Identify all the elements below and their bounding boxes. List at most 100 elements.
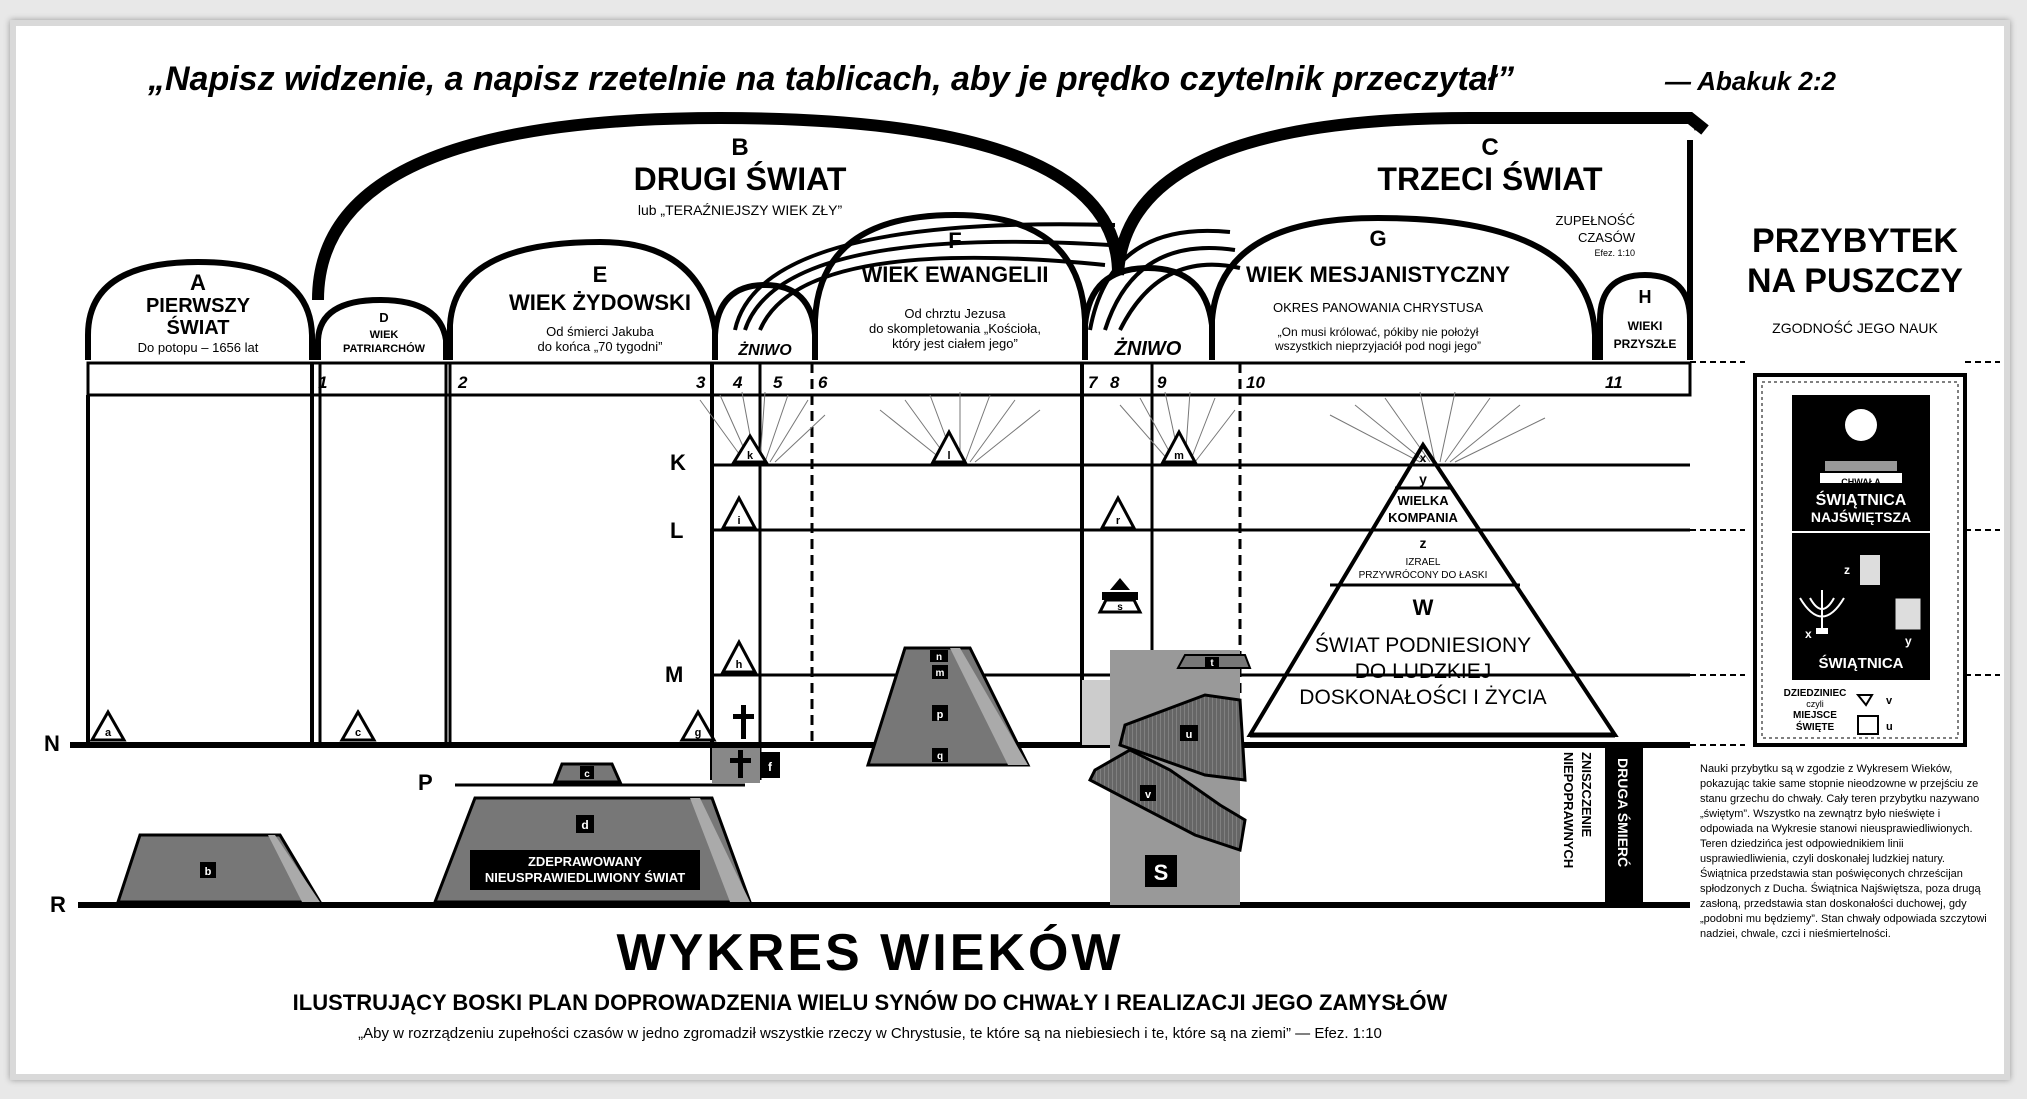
arch-harvest-1 (712, 281, 818, 360)
marker-r: r (1116, 515, 1121, 527)
world-d-line-2: NIEUSPRAWIEDLIWIONY ŚWIAT (485, 870, 685, 885)
marker-m: m (936, 668, 945, 679)
age-g-subtitle: OKRES PANOWANIA CHRYSTUSA (1273, 300, 1483, 315)
division-3: 3 (696, 373, 706, 392)
world-c-title: TRZECI ŚWIAT (1377, 161, 1603, 197)
footer-title: WYKRES WIEKÓW (617, 924, 1124, 982)
great-company-1: WIELKA (1397, 493, 1449, 508)
age-f-subtitle-2: do skompletowania „Kościoła, (869, 321, 1041, 336)
marker-i: i (737, 515, 740, 527)
footer-subtitle: ILUSTRUJĄCY BOSKI PLAN DOPROWADZENIA WIE… (293, 990, 1448, 1015)
great-company-2: KOMPANIA (1388, 510, 1458, 525)
ark-icon (1097, 578, 1143, 614)
second-death-label: DRUGA ŚMIERĆ (1615, 758, 1632, 867)
division-8: 8 (1110, 373, 1120, 392)
arch-third-world (1112, 112, 1709, 276)
tabernacle-holiest-2: NAJŚWIĘTSZA (1811, 508, 1911, 525)
age-d-letter: D (379, 310, 388, 325)
box-f (760, 752, 780, 778)
arch-g (1209, 214, 1598, 360)
pyramid-w: W (1413, 595, 1434, 620)
arch-f (812, 211, 1088, 360)
division-9: 9 (1157, 373, 1167, 392)
world-b-title: DRUGI ŚWIAT (634, 161, 847, 197)
tabernacle-court-4: ŚWIĘTE (1796, 720, 1835, 733)
arch-second-world (312, 111, 1125, 301)
age-d-title-1: WIEK (370, 329, 399, 341)
world-b-letter: B (731, 134, 748, 161)
marker-m-triangle: m (1174, 450, 1184, 462)
harvest-1-label: ŻNIWO (737, 341, 792, 359)
messianic-pyramid (1246, 441, 1619, 738)
division-numbers: 1 2 3 4 5 6 7 8 9 10 11 (318, 373, 1623, 392)
division-2: 2 (457, 373, 468, 392)
arch-harvest-2 (1082, 264, 1215, 360)
marker-h: h (736, 659, 743, 671)
marker-u: u (1186, 729, 1193, 741)
fullness-line-2: CZASÓW (1578, 230, 1636, 245)
plane-r-label: R (50, 892, 66, 917)
plane-lines (70, 463, 1690, 908)
destruction-2: NIEPOPRAWNYCH (1561, 752, 1576, 868)
division-4: 4 (732, 373, 743, 392)
second-death-bar (1605, 748, 1643, 903)
age-a-title-1: PIERWSZY (146, 295, 251, 317)
plane-k-label: K (670, 450, 686, 475)
marker-t: t (1210, 658, 1214, 669)
marker-p: p (937, 709, 944, 721)
tabernacle-court-2: czyli (1806, 699, 1824, 709)
world-arches (312, 111, 1709, 360)
division-7: 7 (1088, 373, 1099, 392)
age-f-subtitle-1: Od chrztu Jezusa (904, 306, 1006, 321)
shape-d (432, 796, 753, 904)
header-quote-ref: — Abakuk 2:2 (1664, 66, 1837, 96)
world-raised-1: ŚWIAT PODNIESIONY (1315, 633, 1531, 657)
fullness-line-3: Efez. 1:10 (1594, 248, 1635, 258)
age-a-letter: A (190, 270, 206, 295)
world-b-subtitle: lub „TERAŹNIEJSZY WIEK ZŁY” (638, 202, 843, 218)
israel-1: IZRAEL (1405, 557, 1440, 568)
marker-l: l (947, 450, 950, 462)
marker-b: b (205, 866, 212, 878)
shape-b (115, 833, 323, 904)
plane-l-label: L (670, 518, 683, 543)
tabernacle-holiest-1: ŚWIĄTNICA (1816, 490, 1907, 509)
tabernacle-z: z (1844, 563, 1850, 577)
cross-icon (738, 750, 743, 778)
tabernacle-subtitle: ZGODNOŚĆ JEGO NAUK (1772, 319, 1938, 336)
fullness-line-1: ZUPEŁNOŚĆ (1556, 213, 1635, 228)
age-g-title: WIEK MESJANISTYCZNY (1246, 262, 1510, 287)
plane-m-label: M (665, 662, 683, 687)
age-e-subtitle-2: do końca „70 tygodni” (537, 339, 662, 354)
marker-c: c (584, 769, 590, 780)
division-5: 5 (773, 373, 783, 392)
shape-e (865, 646, 1031, 767)
arch-a (85, 258, 315, 360)
marker-a: a (105, 727, 112, 739)
age-g-letter: G (1369, 226, 1386, 251)
tabernacle-connectors (1690, 361, 2000, 746)
marker-f: f (768, 760, 773, 774)
pyramid-x: x (1420, 451, 1427, 465)
age-d-title-2: PATRIARCHÓW (343, 342, 426, 355)
age-f-title: WIEK EWANGELII (862, 262, 1049, 287)
tabernacle-description: Nauki przybytku są w zgodzie z Wykresem … (1700, 763, 1987, 940)
tabernacle-glory: CHWAŁA (1841, 477, 1881, 487)
age-h-title-2: PRZYSZŁE (1614, 337, 1677, 351)
pyramid-z: z (1420, 535, 1427, 551)
tabernacle-court-1: DZIEDZINIEC (1784, 688, 1847, 699)
plane-n-label: N (44, 731, 60, 756)
harvest-2-label: ŻNIWO (1114, 337, 1182, 360)
marker-v: v (1145, 789, 1152, 801)
world-c-letter: C (1481, 134, 1498, 161)
age-f-subtitle-3: który jest ciałem jego” (892, 336, 1018, 351)
arch-h (1597, 271, 1693, 360)
triangle-markers (89, 428, 1198, 742)
plane-p-label: P (418, 770, 433, 795)
marker-k: k (747, 450, 754, 462)
tabernacle-title-2: NA PUSZCZY (1747, 262, 1963, 300)
arch-e (447, 238, 718, 360)
tabernacle-title-1: PRZYBYTEK (1752, 222, 1958, 260)
marker-big-s: S (1154, 860, 1169, 885)
